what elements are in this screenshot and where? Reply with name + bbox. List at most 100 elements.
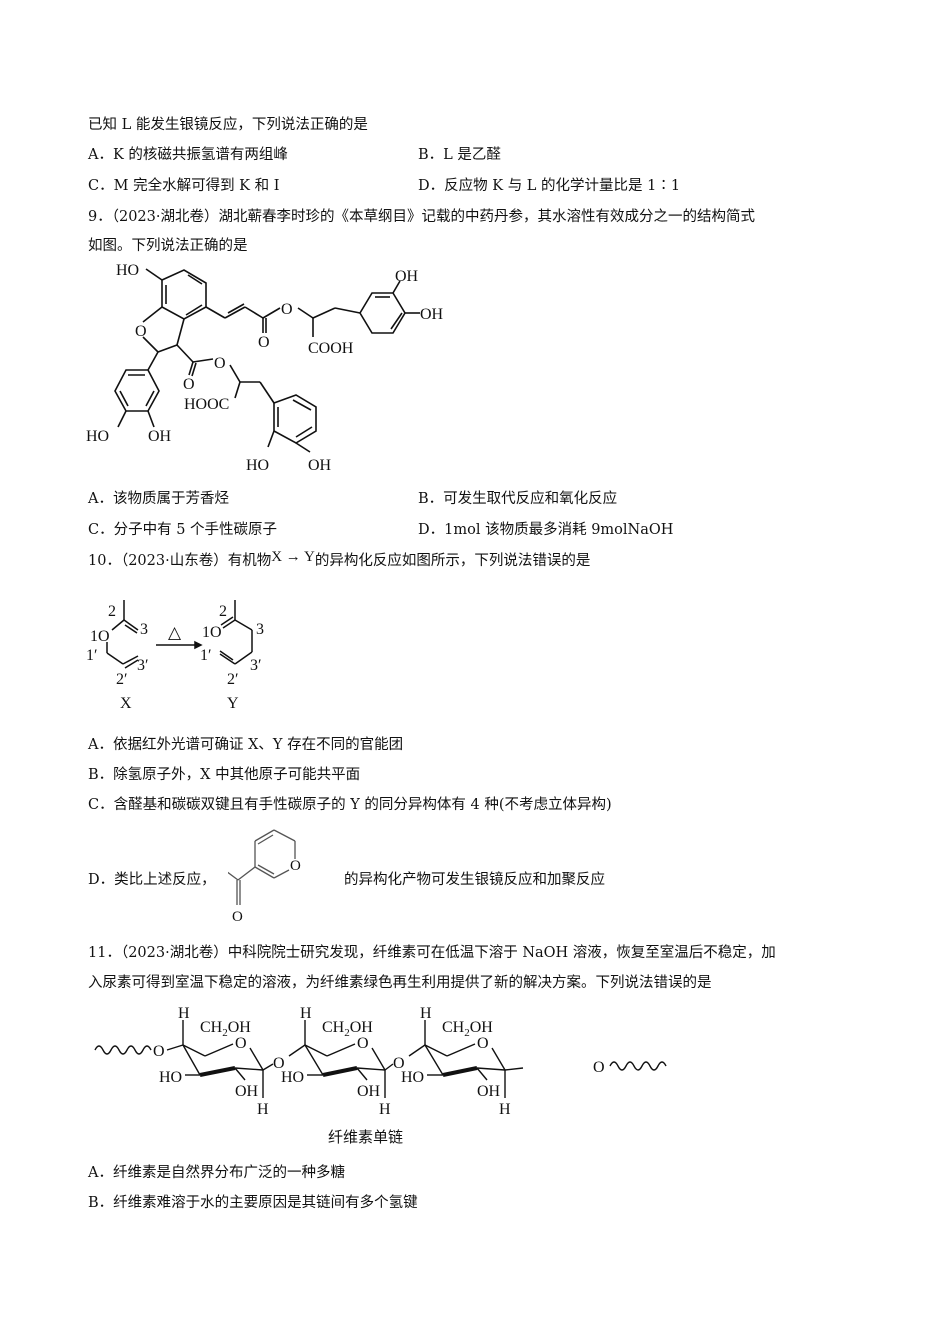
atom-label-3: 3 xyxy=(140,621,148,638)
carbonyl-o-label: O xyxy=(258,334,270,351)
oh-label: OH xyxy=(420,306,444,323)
q11-stem-line1: 11．（2023·湖北卷）中科院院士研究发现，纤维素可在低温下溶于 NaOH 溶… xyxy=(88,945,776,961)
q9-stem-line1: 9．（2023·湖北卷）湖北蕲春李时珍的《本草纲目》记载的中药丹参，其水溶性有效… xyxy=(88,209,755,225)
option-label: B． xyxy=(418,147,444,163)
q10-option-d: D．类比上述反应， xyxy=(88,870,216,890)
atom-label-1o: 1O xyxy=(90,628,110,645)
h-label: H xyxy=(257,1101,269,1118)
ch2oh-label: CH2OH xyxy=(200,1019,251,1039)
h-label: H xyxy=(379,1101,391,1118)
q9-structure-figure: HO OH OH COOH O O O O O HOOC HO OH HO OH xyxy=(86,262,444,474)
glycosidic-o-label: O xyxy=(153,1043,165,1060)
ho-label: HO xyxy=(281,1069,304,1086)
atom-label-3prime: 3′ xyxy=(137,657,149,674)
q11-option-a: A．纤维素是自然界分布广泛的一种多糖 xyxy=(88,1163,345,1183)
oh-label: OH xyxy=(308,457,332,474)
option-text: 纤维素难溶于水的主要原因是其链间有多个氢键 xyxy=(113,1195,418,1211)
atom-label-1prime: 1′ xyxy=(86,647,98,664)
option-text: L 是乙醛 xyxy=(443,147,501,163)
atom-label-2prime: 2′ xyxy=(227,671,239,688)
option-label: A． xyxy=(88,491,113,507)
carbonyl-o-label: O xyxy=(183,376,195,393)
option-label: A． xyxy=(88,737,113,753)
h-label: H xyxy=(178,1005,190,1022)
oh-label: OH xyxy=(477,1083,501,1100)
ch2oh-label: CH2OH xyxy=(322,1019,373,1039)
ho-label: HO xyxy=(159,1069,182,1086)
q10-option-d-molecule: O O xyxy=(228,829,301,925)
atom-label-1o: 1O xyxy=(202,624,222,641)
ring-o-label: O xyxy=(290,858,301,874)
atom-label-2prime: 2′ xyxy=(116,671,128,688)
q9-option-c: C．分子中有 5 个手性碳原子 xyxy=(88,520,277,540)
q10-reaction-figure: 2 3 1O 1′ 3′ 2′ X △ 2 3 1O 1′ 3′ 2′ Y xyxy=(86,600,264,712)
option-label: C． xyxy=(88,522,114,538)
q8-option-c: C．M 完全水解可得到 K 和 I xyxy=(88,176,279,196)
q9-option-d: D．1mol 该物质最多消耗 9molNaOH xyxy=(418,520,673,540)
atom-label-2: 2 xyxy=(219,603,227,620)
option-text: M 完全水解可得到 K 和 I xyxy=(113,178,280,194)
option-text: 1mol 该物质最多消耗 9molNaOH xyxy=(444,522,674,538)
q9-stem-line2: 如图。下列说法正确的是 xyxy=(88,238,248,254)
reaction-formula: X → Y xyxy=(271,549,315,565)
hooc-label: HOOC xyxy=(184,396,229,413)
ester-o-label: O xyxy=(281,301,293,318)
q10-option-a: A．依据红外光谱可确证 X、Y 存在不同的官能团 xyxy=(88,735,403,755)
q9-option-b: B．可发生取代反应和氧化反应 xyxy=(418,489,617,509)
option-label: B． xyxy=(418,491,444,507)
atom-label-1prime: 1′ xyxy=(200,647,212,664)
option-label: B． xyxy=(88,767,114,783)
q11-cellulose-figure: O H CH2OH O HO OH H O H CH2OH O HO OH H … xyxy=(94,1005,667,1118)
option-label: D． xyxy=(88,872,115,888)
h-label: H xyxy=(300,1005,312,1022)
q11-option-b: B．纤维素难溶于水的主要原因是其链间有多个氢键 xyxy=(88,1193,418,1213)
option-label: D． xyxy=(418,178,445,194)
q9-option-a: A．该物质属于芳香烃 xyxy=(88,489,229,509)
option-text: 除氢原子外，X 中其他原子可能共平面 xyxy=(113,767,361,783)
h-label: H xyxy=(420,1005,432,1022)
q10-option-c: C．含醛基和碳碳双键且有手性碳原子的 Y 的同分异构体有 4 种(不考虑立体异构… xyxy=(88,795,612,815)
atom-label-3: 3 xyxy=(256,621,264,638)
q8-option-a: A．K 的核磁共振氢谱有两组峰 xyxy=(88,145,288,165)
stem-prefix: 10．（2023·山东卷）有机物 xyxy=(88,553,272,569)
glycosidic-o-label: O xyxy=(393,1055,405,1072)
option-text: 依据红外光谱可确证 X、Y 存在不同的官能团 xyxy=(112,737,404,753)
q10-option-b: B．除氢原子外，X 中其他原子可能共平面 xyxy=(88,765,360,785)
oh-label: OH xyxy=(235,1083,259,1100)
option-label: D． xyxy=(418,522,445,538)
option-text: 可发生取代反应和氧化反应 xyxy=(443,491,618,507)
ring-o-label: O xyxy=(477,1035,489,1052)
glycosidic-o-label: O xyxy=(593,1059,605,1076)
option-label: A． xyxy=(88,147,113,163)
atom-label-2: 2 xyxy=(108,603,116,620)
q11-figure-caption: 纤维素单链 xyxy=(328,1128,404,1146)
ch2oh-label: CH2OH xyxy=(442,1019,493,1039)
h-label: H xyxy=(499,1101,511,1118)
ho-label: HO xyxy=(116,262,139,279)
q8-option-d: D．反应物 K 与 L 的化学计量比是 1∶1 xyxy=(418,176,680,196)
oh-label: OH xyxy=(395,268,419,285)
ring-o-label: O xyxy=(135,323,147,340)
q11-stem-line2: 入尿素可得到室温下稳定的溶液，为纤维素绿色再生利用提供了新的解决方案。下列说法错… xyxy=(88,975,712,991)
q10-stem: 10．（2023·山东卷）有机物X → Y的异构化反应如图所示，下列说法错误的是 xyxy=(88,549,591,571)
ring-o-label: O xyxy=(357,1035,369,1052)
option-text: 该物质属于芳香烃 xyxy=(112,491,229,507)
q10-option-d-text-after: 的异构化产物可发生银镜反应和加聚反应 xyxy=(344,872,605,888)
glycosidic-o-label: O xyxy=(273,1055,285,1072)
ho-label: HO xyxy=(246,457,269,474)
q8-stem: 已知 L 能发生银镜反应，下列说法正确的是 xyxy=(88,117,368,133)
option-label: B． xyxy=(88,1195,114,1211)
option-text: 类比上述反应， xyxy=(114,872,216,888)
option-text: 反应物 K 与 L 的化学计量比是 1∶1 xyxy=(444,178,681,194)
cooh-label: COOH xyxy=(308,340,354,357)
stem-suffix: 的异构化反应如图所示，下列说法错误的是 xyxy=(314,553,591,569)
ring-o-label: O xyxy=(235,1035,247,1052)
option-text: 分子中有 5 个手性碳原子 xyxy=(113,522,278,538)
option-label: C． xyxy=(88,178,114,194)
oh-label: OH xyxy=(357,1083,381,1100)
option-label: A． xyxy=(88,1165,113,1181)
option-text: 纤维素是自然界分布广泛的一种多糖 xyxy=(112,1165,345,1181)
option-label: C． xyxy=(88,797,114,813)
option-text: 含醛基和碳碳双键且有手性碳原子的 Y 的同分异构体有 4 种(不考虑立体异构) xyxy=(113,797,612,813)
ho-label: HO xyxy=(86,428,109,445)
